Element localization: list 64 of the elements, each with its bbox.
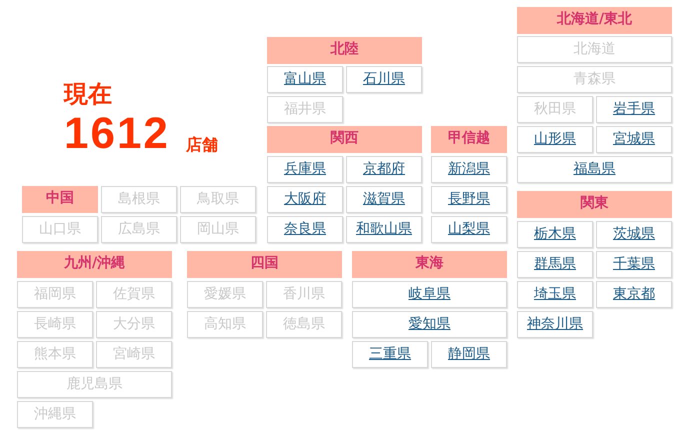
prefecture-cell [267, 186, 343, 213]
prefecture-cell [431, 216, 507, 243]
prefecture-link: 山形県 [534, 131, 576, 147]
prefecture-link: 三重県 [369, 346, 411, 362]
prefecture-cell [596, 126, 672, 153]
prefecture-link: 石川県 [363, 71, 405, 87]
prefecture-link: 東京都 [613, 286, 655, 302]
prefecture-cell [267, 156, 343, 183]
prefecture-link: 山梨県 [448, 221, 490, 237]
region-header: 中国 [22, 186, 98, 213]
prefecture-link: 大阪府 [284, 191, 326, 207]
prefecture-cell [596, 221, 672, 248]
prefecture-link: 福島県 [574, 161, 616, 177]
prefecture-link: 栃木県 [534, 226, 576, 242]
prefecture-link: 茨城県 [613, 226, 655, 242]
prefecture-link: 京都府 [363, 161, 405, 177]
prefecture-link: 兵庫県 [284, 161, 326, 177]
prefecture-cell [517, 281, 593, 308]
region-header: 東海 [352, 251, 507, 278]
prefecture-link: 長野県 [448, 191, 490, 207]
prefecture-cell [596, 281, 672, 308]
prefecture-cell [596, 251, 672, 278]
prefecture-cell [346, 216, 422, 243]
prefecture-cell [431, 156, 507, 183]
prefecture-cell [517, 251, 593, 278]
prefecture-cell [517, 156, 672, 183]
region-header: 四国 [187, 251, 342, 278]
prefecture-link: 富山県 [284, 71, 326, 87]
caption-text: 現在 [64, 79, 112, 110]
region-header: 北陸 [267, 37, 422, 64]
prefecture-link: 群馬県 [534, 256, 576, 272]
region-header: 九州/沖縄 [17, 251, 172, 278]
region-header: 関東 [517, 191, 672, 218]
prefecture-cell [346, 186, 422, 213]
prefecture-cell [352, 341, 428, 368]
prefecture-cell [267, 66, 343, 93]
prefecture-link: 宮城県 [613, 131, 655, 147]
region-header: 関西 [267, 126, 422, 153]
prefecture-cell [517, 221, 593, 248]
prefecture-link: 神奈川県 [527, 316, 583, 332]
prefecture-link: 静岡県 [448, 346, 490, 362]
prefecture-link: 愛知県 [408, 316, 450, 332]
prefecture-cell [596, 96, 672, 123]
prefecture-link: 岩手県 [613, 101, 655, 117]
prefecture-link: 滋賀県 [363, 191, 405, 207]
prefecture-link: 埼玉県 [534, 286, 576, 302]
caption-text: 店舗 [186, 135, 218, 156]
prefecture-cell [352, 281, 507, 308]
store-count: 1612 [64, 112, 170, 156]
prefecture-cell [346, 156, 422, 183]
prefecture-cell [346, 66, 422, 93]
prefecture-cell [352, 311, 507, 338]
prefecture-link: 和歌山県 [356, 221, 412, 237]
prefecture-link: 千葉県 [613, 256, 655, 272]
prefecture-cell [517, 311, 593, 338]
prefecture-link: 奈良県 [284, 221, 326, 237]
prefecture-cell [267, 216, 343, 243]
prefecture-link: 岐阜県 [408, 286, 450, 302]
region-header: 甲信越 [431, 126, 507, 153]
prefecture-cell [431, 341, 507, 368]
prefecture-link: 新潟県 [448, 161, 490, 177]
prefecture-cell [431, 186, 507, 213]
region-header: 北海道/東北 [517, 7, 672, 34]
prefecture-cell [517, 126, 593, 153]
